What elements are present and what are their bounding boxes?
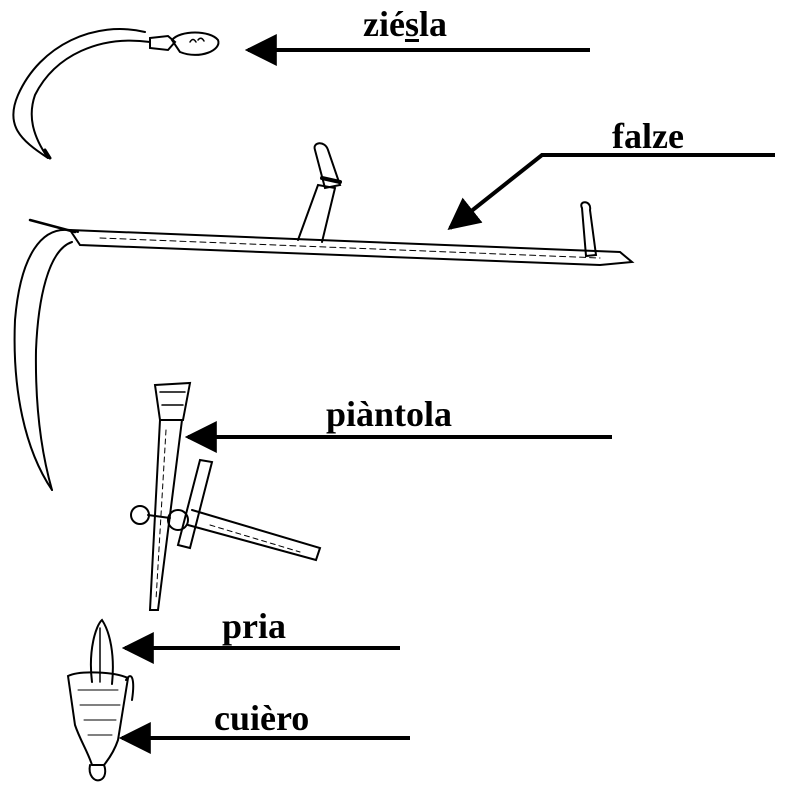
anvil-hammer-drawing <box>131 383 320 610</box>
label-ziesla-part3: la <box>419 4 447 44</box>
label-cuiero: cuièro <box>214 700 309 736</box>
label-ziesla-part2: s <box>405 4 419 44</box>
whetstone-holder-drawing <box>68 620 133 780</box>
label-pria: pria <box>222 608 286 644</box>
arrow-falze <box>450 155 775 228</box>
label-ziesla: ziésla <box>363 6 447 42</box>
sickle-drawing <box>13 29 218 158</box>
label-piantola: piàntola <box>326 396 452 432</box>
label-falze: falze <box>612 118 684 154</box>
label-ziesla-part1: zié <box>363 4 405 44</box>
